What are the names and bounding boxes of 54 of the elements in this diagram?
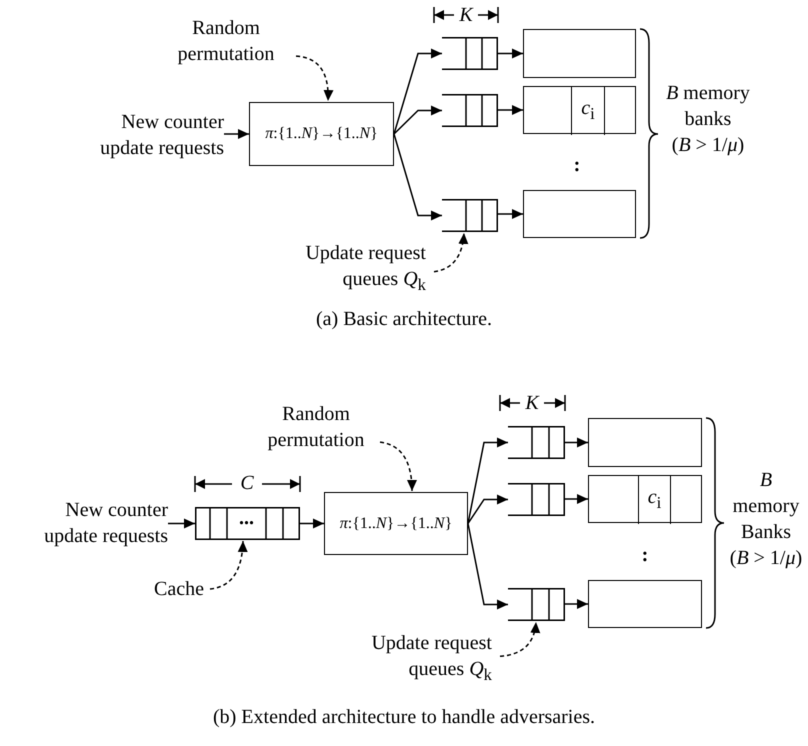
memory-bank-box (523, 86, 636, 134)
queue-symbol (508, 426, 565, 459)
dimension-label: K (458, 3, 474, 28)
cache-queue (195, 507, 300, 540)
arrow (467, 438, 508, 524)
input-label: New counter update requests (20, 496, 168, 550)
queue-symbol (442, 199, 498, 232)
annotation-label: Cache (136, 575, 204, 603)
arrow (498, 105, 523, 115)
counter-cell: c$_{i}$ (638, 476, 671, 524)
queue-symbol (508, 588, 565, 621)
memory-bank-box (523, 190, 636, 238)
annotation-label: Update request queues Q$_{k}$ (356, 632, 492, 686)
memory-bank-box (588, 580, 702, 628)
leader-arrow (380, 441, 417, 492)
arrow (498, 209, 523, 219)
figure-caption: (a) Basic architecture. (314, 307, 493, 332)
arrow (467, 523, 508, 610)
arrow (300, 518, 324, 528)
vertical-ellipsis: : (640, 543, 650, 568)
bank-count-label: B memory Banks (B > 1/μ) (728, 468, 804, 571)
arrow (565, 438, 588, 448)
leader-arrow (210, 540, 248, 590)
memory-bank-box (588, 475, 702, 523)
arrow (168, 518, 195, 528)
permutation-box: π:{1..N}→{1..N} (324, 492, 468, 555)
memory-bank-box (523, 29, 636, 78)
vertical-ellipsis: : (572, 153, 582, 178)
arrow (393, 106, 442, 135)
annotation-label: Update request queues Q$_{k}$ (290, 242, 426, 296)
arrow (224, 129, 249, 139)
annotation-label: Random permutation (262, 400, 370, 454)
arrow (565, 599, 588, 609)
queue-symbol (508, 483, 565, 516)
memory-bank-box (588, 418, 702, 467)
arrow (393, 134, 442, 220)
queue-symbol (442, 37, 498, 70)
ellipsis-text: ... (238, 506, 255, 531)
dimension-label: K (524, 391, 540, 416)
arrow (565, 494, 588, 504)
queue-symbol (442, 94, 498, 127)
counter-cell: c$_{i}$ (571, 87, 605, 135)
bank-count-label: B memory banks (B > 1/μ) (666, 81, 750, 158)
arrow (467, 494, 508, 524)
annotation-label: Random permutation (172, 14, 280, 68)
permutation-box: π:{1..N}→{1..N} (249, 102, 394, 166)
arrow (498, 48, 523, 58)
leader-arrow (296, 55, 334, 102)
leader-arrow (434, 232, 468, 272)
arrow (393, 48, 442, 134)
dimension-label: C (239, 471, 255, 496)
figure-caption: (b) Extended architecture to handle adversaries. (212, 705, 596, 730)
leader-arrow (500, 622, 540, 658)
input-label: New counter update requests (78, 108, 224, 162)
